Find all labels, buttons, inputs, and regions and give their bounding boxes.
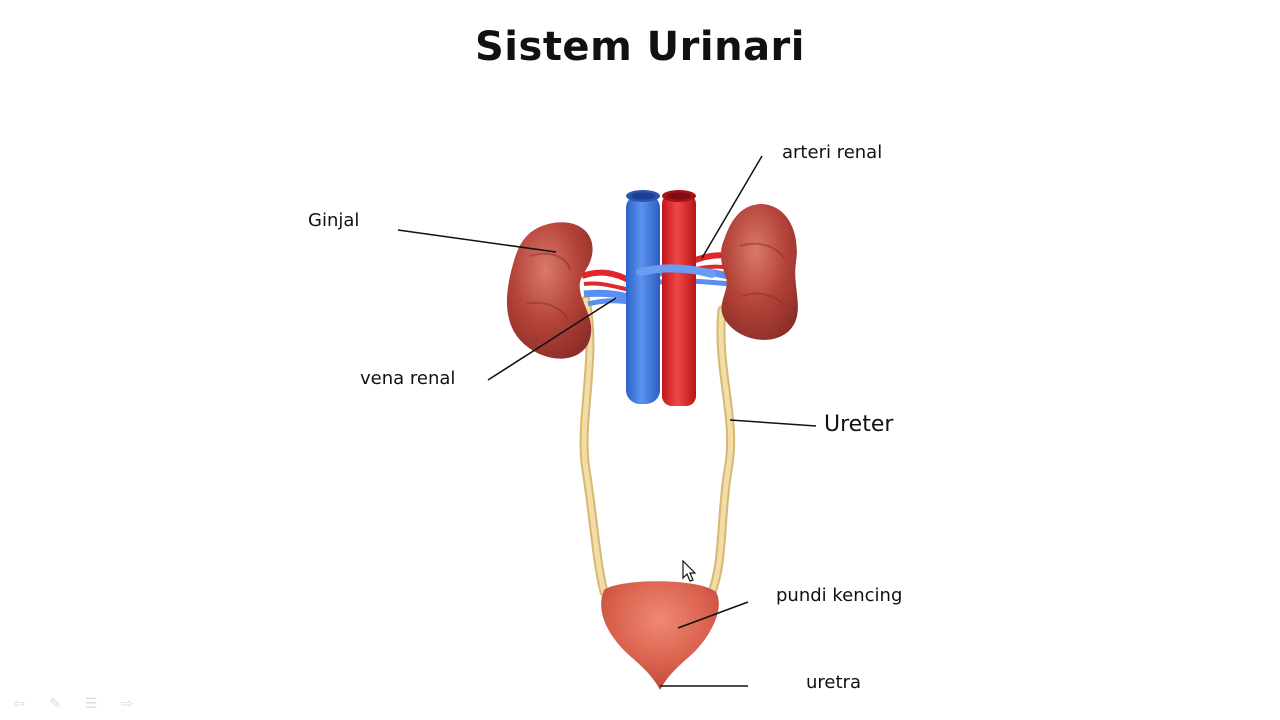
ureter-right — [707, 305, 736, 597]
leader-line-pundi-kencing — [677, 601, 749, 629]
menu-icon[interactable]: ☰ — [84, 696, 98, 712]
aorta — [662, 190, 696, 406]
leader-line-vena-renal — [487, 297, 617, 381]
vena-cava — [626, 190, 660, 404]
kidney-right — [720, 204, 798, 340]
label-arteri-renal: arteri renal — [782, 142, 883, 163]
label-ureter: Ureter — [824, 412, 894, 437]
label-uretra: uretra — [806, 672, 861, 693]
slide-title: Sistem Urinari — [474, 24, 805, 70]
bladder — [601, 581, 719, 690]
label-ginjal: Ginjal — [308, 210, 360, 231]
kidney-left — [506, 222, 593, 359]
arrow-right-icon[interactable]: ⇨ — [121, 696, 133, 712]
leader-line-ginjal — [397, 229, 557, 253]
ureter-left — [579, 295, 609, 597]
label-pundi-kencing: pundi kencing — [776, 585, 903, 606]
arrow-left-icon[interactable]: ⇦ — [13, 696, 25, 712]
leader-line-ureter — [729, 419, 817, 427]
slideshow-nav: ⇦ ✎ ☰ ⇨ — [8, 696, 138, 712]
renal-vein-crossing — [636, 264, 716, 278]
pen-icon[interactable]: ✎ — [49, 696, 61, 712]
leader-lines — [397, 155, 817, 687]
leader-line-arteri-renal — [701, 155, 763, 259]
pointer-cursor-icon — [682, 560, 697, 582]
label-vena-renal: vena renal — [360, 368, 456, 389]
